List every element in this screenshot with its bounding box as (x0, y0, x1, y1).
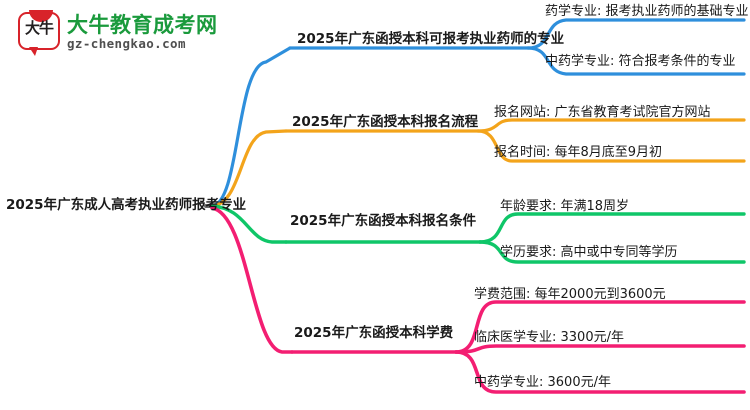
mindmap-root-node[interactable]: 2025年广东成人高考执业药师报考专业 (6, 197, 247, 213)
mindmap-branch-node-4[interactable]: 2025年广东函授本科学费 (294, 325, 454, 341)
logo-mark-text: 大牛 (24, 19, 54, 37)
logo-subtitle: gz-chengkao.com (67, 36, 186, 52)
mindmap-leaf-node-2-2[interactable]: 报名时间: 每年8月底至9月初 (494, 145, 663, 160)
mindmap-leaf-node-3-2[interactable]: 学历要求: 高中或中专同等学历 (500, 245, 678, 260)
mindmap-leaf-node-1-2[interactable]: 中药学专业: 符合报考条件的专业 (545, 54, 736, 69)
mindmap-leaf-node-4-3[interactable]: 中药学专业: 3600元/年 (474, 375, 611, 390)
mindmap-leaf-node-2-1[interactable]: 报名网站: 广东省教育考试院官方网站 (494, 105, 711, 120)
mindmap-branch-node-1[interactable]: 2025年广东函授本科可报考执业药师的专业 (297, 31, 565, 47)
logo-title: 大牛教育成考网 (67, 13, 218, 38)
mindmap-leaf-node-4-1[interactable]: 学费范围: 每年2000元到3600元 (474, 287, 666, 302)
mindmap-leaf-node-1-1[interactable]: 药学专业: 报考执业药师的基础专业 (545, 4, 749, 19)
mindmap-branch-node-3[interactable]: 2025年广东函授本科报名条件 (290, 213, 477, 229)
logo-mark-icon: 大牛 (18, 10, 60, 56)
mindmap-leaf-node-3-1[interactable]: 年龄要求: 年满18周岁 (500, 199, 630, 214)
logo-sun-shape (29, 10, 53, 22)
mindmap-leaf-node-4-2[interactable]: 临床医学专业: 3300元/年 (474, 330, 624, 345)
logo-text-block: 大牛教育成考网 gz-chengkao.com (67, 14, 218, 51)
site-logo[interactable]: 大牛 大牛教育成考网 gz-chengkao.com (18, 10, 268, 56)
mindmap-branch-node-2[interactable]: 2025年广东函授本科报名流程 (292, 114, 479, 130)
